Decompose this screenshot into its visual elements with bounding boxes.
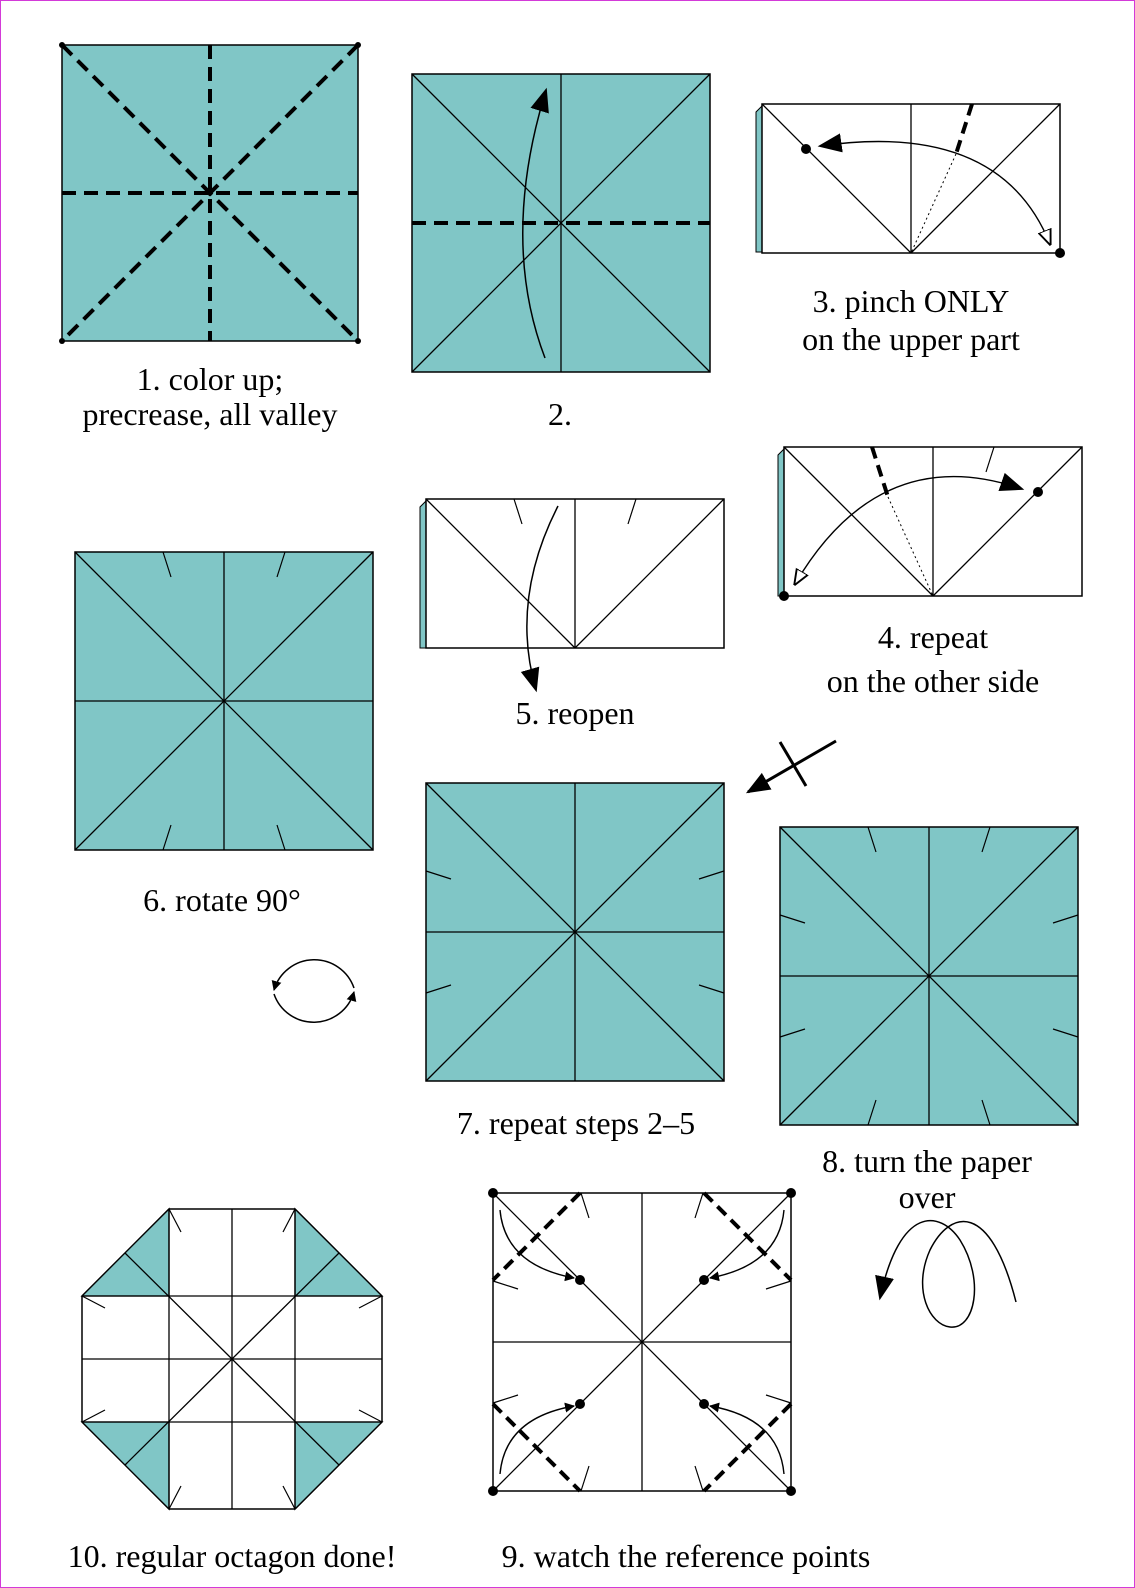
step-6-figure [74, 551, 374, 851]
turn-over-icon [875, 1219, 1017, 1328]
step-8-caption-line-2: over [899, 1179, 956, 1215]
step-5-figure [419, 498, 725, 693]
step-4-figure [777, 446, 1083, 601]
step-10-caption: 10. regular octagon done! [68, 1538, 397, 1574]
step-5-caption: 5. reopen [515, 695, 634, 731]
step-4-caption: 4. repeat [878, 619, 988, 655]
fold-up-arrow [522, 87, 549, 359]
step-8-caption: 8. turn the paper [822, 1143, 1032, 1179]
step-1-caption: 1. color up; [137, 361, 284, 397]
step-3-figure [755, 103, 1065, 258]
step-3-caption-line-2: on the upper part [802, 321, 1020, 357]
step-6-caption: 6. rotate 90° [143, 882, 301, 918]
step-1-figure [59, 42, 361, 344]
step-4-caption-line-2: on the other side [827, 663, 1039, 699]
reopen-arrow [520, 505, 559, 693]
step-3-caption: 3. pinch ONLY [813, 283, 1010, 319]
rotate-icon [271, 959, 357, 1023]
step-7-figure [425, 782, 725, 1082]
step-2-caption: 2. [548, 396, 572, 432]
step-7-caption: 7. repeat steps 2–5 [457, 1105, 695, 1141]
step-9-figure [488, 1188, 796, 1496]
step-9-caption: 9. watch the reference points [502, 1538, 871, 1574]
repeat-arrow [794, 472, 1025, 585]
step-8-figure [779, 826, 1079, 1126]
skip-arrow-icon [745, 739, 837, 794]
step-10-figure [80, 1207, 384, 1511]
step-2-figure [411, 73, 711, 373]
pinch-arrow [817, 133, 1051, 245]
step-1-caption-line-2: precrease, all valley [83, 396, 338, 432]
